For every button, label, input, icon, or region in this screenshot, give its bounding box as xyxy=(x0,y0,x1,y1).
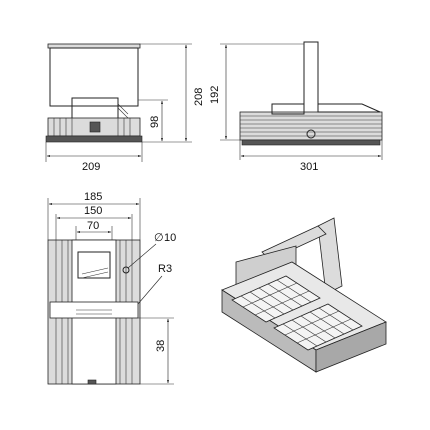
side-pivot-icon xyxy=(306,129,316,139)
side-heatsink xyxy=(239,111,383,141)
side-lens-strip xyxy=(241,139,381,146)
dim-150-label: 150 xyxy=(84,205,102,217)
front-top-bracket xyxy=(47,43,141,49)
side-driver-left xyxy=(271,103,305,115)
dim-98-label: 98 xyxy=(149,116,161,128)
dim-hole-leader xyxy=(127,243,157,269)
front-bracket-body xyxy=(49,47,139,107)
front-fins xyxy=(53,118,131,136)
front-knob xyxy=(89,121,101,133)
front-lens-strip xyxy=(45,135,143,143)
dim-192-label: 192 xyxy=(209,86,221,104)
dim-208-label: 208 xyxy=(193,88,205,106)
bottom-tab xyxy=(87,379,97,385)
dim-70-label: 70 xyxy=(87,220,99,232)
bottom-cable xyxy=(81,267,109,275)
bottom-cable xyxy=(81,271,109,279)
dim-hole-label: 10 xyxy=(164,232,176,244)
bottom-view: 185 150 70 ∅ 10 R3 38 xyxy=(47,191,176,385)
front-cable xyxy=(117,103,129,115)
dim-38-label: 38 xyxy=(155,340,167,352)
dim-209-label: 209 xyxy=(82,161,100,173)
iso-housing-side xyxy=(315,321,387,373)
side-driver-right xyxy=(317,103,381,113)
dim-r3-label: R3 xyxy=(158,263,172,275)
dim-r3-leader xyxy=(137,275,163,305)
front-view: 209 208 98 xyxy=(45,43,205,173)
front-cable xyxy=(117,107,129,119)
isometric-view xyxy=(221,217,387,373)
iso-lens-grid xyxy=(240,279,354,347)
iso-bracket-arm xyxy=(317,217,343,295)
dim-185-label: 185 xyxy=(84,191,102,203)
bottom-mount-hole-icon xyxy=(122,266,130,274)
side-view: 301 192 xyxy=(209,41,383,173)
bottom-driver-box xyxy=(77,251,111,279)
dim-301-label: 301 xyxy=(300,161,318,173)
diameter-icon: ∅ xyxy=(154,232,164,244)
side-fins xyxy=(240,115,382,137)
